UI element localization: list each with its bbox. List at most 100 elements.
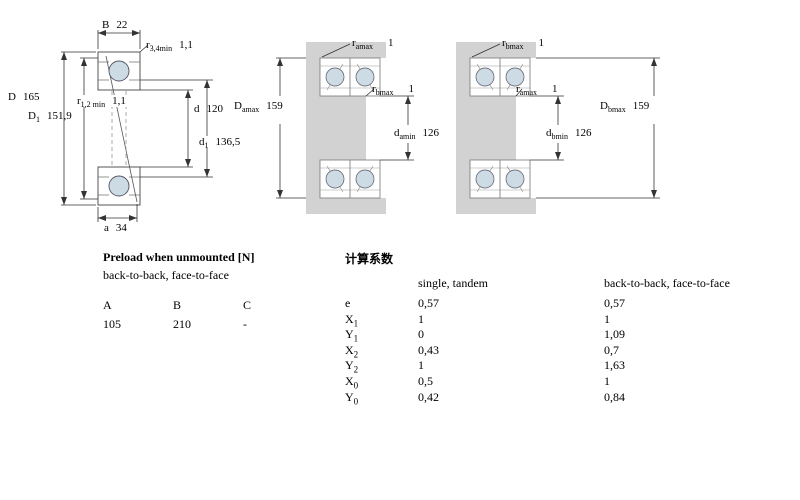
dim-a: a 34 [104,222,127,234]
factors-col1-header: single, tandem [418,276,488,290]
factor-col2-value: 1 [604,311,610,326]
factors-row: Y2 1 1,63 [345,358,730,374]
dim-value: 165 [22,91,40,103]
factors-row: X2 0,43 0,7 [345,343,730,359]
dim-value: 34 [115,222,127,234]
dim-sub: amax [241,105,260,115]
dim-sub: bmax [607,105,626,115]
dim-value: 1,1 [112,95,126,107]
ball-top [108,60,130,82]
factor-symbol: X1 [345,311,359,328]
factor-symbol: e [345,296,351,310]
factors-col2-header: back-to-back, face-to-face [604,276,730,290]
factor-symbol: Y2 [345,358,359,375]
bearing-cross-section [97,51,141,206]
factors-header-row: single, tandem back-to-back, face-to-fac… [345,276,730,291]
dim-sub: 1,2 min [80,100,106,110]
dim-sub: bmax [505,42,524,52]
factors-rows: e 0,57 0,57 X1 1 1 Y1 0 1,09 X2 0,43 0,7… [345,296,730,405]
dim-symbol: r [372,83,376,95]
factor-col1-value: 0,43 [418,342,439,357]
dim-sub: bmin [551,132,568,142]
dim-value: 120 [206,103,224,115]
dim-symbol: D [28,110,36,122]
dim-d-amin: damin 126 [394,127,440,142]
dim-value: 126 [422,127,440,139]
factors-header-spacer [345,276,418,291]
dim-value: 151,9 [46,110,72,122]
preload-title: Preload when unmounted [N] [103,250,255,264]
factor-col2-value: 1,63 [604,358,625,373]
dim-value: 136,5 [215,136,241,148]
dim-symbol: a [104,222,109,234]
factor-col1-value: 0,5 [418,373,433,388]
dim-d1: d1 136,5 [198,136,242,151]
factors-row: X1 1 1 [345,312,730,328]
dim-symbol: d [546,127,552,139]
dim-symbol: d [199,136,205,148]
dim-d-bmin: dbmin 126 [546,127,592,142]
factor-symbol: Y1 [345,327,359,344]
dim-sub: amin [399,132,416,142]
dim-d: d 120 [194,103,223,115]
dim-symbol: d [194,103,200,115]
factor-col2-value: 1 [604,373,610,388]
dim-symbol: d [394,127,400,139]
dim-sub: amax [519,88,537,98]
dim-symbol: r [352,37,356,49]
preload-col-header: B [173,298,182,312]
calculation-factors-table: 计算系数 single, tandem back-to-back, face-t… [345,250,730,405]
dim-value: 159 [632,100,650,112]
dim-sub: 3,4min [149,44,173,54]
dim-D1: D1 151,9 [28,110,72,125]
factor-col2-value: 0,7 [604,342,619,357]
factor-col2-value: 0,84 [604,389,625,404]
factor-col1-value: 0,57 [418,296,439,310]
dim-value: 126 [574,127,592,139]
preload-value: 210 [173,317,191,331]
bearing-dimension-lines [61,30,213,222]
dim-D: D 165 [8,91,39,103]
dim-value: 22 [116,19,128,31]
factors-row: X0 0,5 1 [345,374,730,390]
dim-sub: 1 [204,141,209,151]
dim-D-amax: Damax 159 [234,100,283,115]
dim-value: 1 [538,37,544,49]
dim-symbol: r [516,83,520,95]
factor-symbol: X0 [345,373,359,391]
dim-value: 1 [552,83,558,95]
dim-D-bmax: Dbmax 159 [600,100,650,115]
dim-r-amax-mid: ramax 1 [516,83,558,98]
dim-symbol: D [234,100,242,112]
preload-col-header: C [243,298,252,312]
preload-table: Preload when unmounted [N] back-to-back,… [103,250,313,332]
dim-sub: 1 [35,115,40,125]
factor-col1-value: 0 [418,327,424,342]
dim-symbol: D [8,91,16,103]
preload-value: - [243,317,247,331]
preload-grid: A B C 105 210 - [103,298,313,332]
dim-value: 1 [408,83,414,95]
factors-row: Y1 0 1,09 [345,327,730,343]
factor-symbol: Y0 [345,389,359,406]
factors-row: Y0 0,42 0,84 [345,390,730,406]
dim-symbol: B [102,19,110,31]
factor-col1-value: 1 [418,358,424,373]
arrangement2-figure [456,42,660,214]
factors-title: 计算系数 [345,252,394,266]
dim-sub: amax [355,42,373,52]
factor-col1-value: 1 [418,311,424,326]
factor-symbol: X2 [345,342,359,360]
dim-value: 159 [266,100,283,112]
ball-bottom [108,175,130,197]
dim-B: B 22 [102,19,127,31]
factors-row: e 0,57 0,57 [345,296,730,312]
preload-col-header: A [103,298,112,312]
dim-symbol: D [600,100,608,112]
